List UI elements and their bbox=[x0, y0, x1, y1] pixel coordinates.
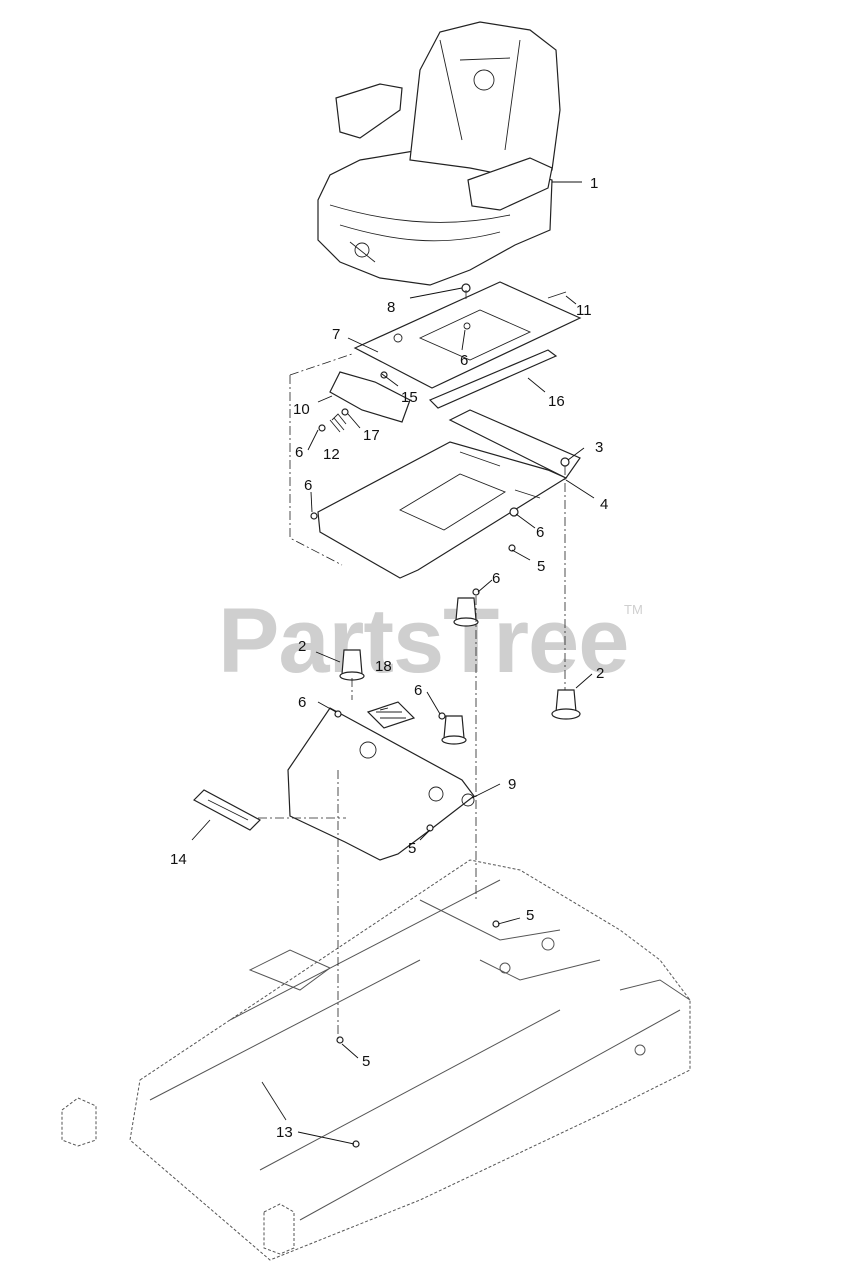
callout-13: 13 bbox=[276, 1124, 293, 1141]
callout-6: 6 bbox=[536, 524, 544, 541]
callout-15: 15 bbox=[401, 389, 418, 406]
callout-3: 3 bbox=[595, 439, 603, 456]
callout-12: 12 bbox=[323, 446, 340, 463]
callout-6: 6 bbox=[414, 682, 422, 699]
callout-5: 5 bbox=[526, 907, 534, 924]
callout-labels: 1 8 11 7 6 15 16 10 17 6 12 3 4 6 6 5 6 … bbox=[170, 175, 608, 1141]
emblem[interactable] bbox=[193, 789, 261, 831]
seat-support-plate[interactable] bbox=[287, 707, 475, 861]
callout-16: 16 bbox=[548, 393, 565, 410]
callout-4: 4 bbox=[600, 496, 608, 513]
callout-2: 2 bbox=[596, 665, 604, 682]
decal[interactable] bbox=[366, 701, 416, 729]
callout-6: 6 bbox=[492, 570, 500, 587]
watermark: PartsTree TM bbox=[218, 590, 643, 692]
callout-17: 17 bbox=[363, 427, 380, 444]
callout-2: 2 bbox=[298, 638, 306, 655]
callout-9: 9 bbox=[508, 776, 516, 793]
isolator-mount-left[interactable] bbox=[339, 649, 365, 681]
seat-slide-plate[interactable] bbox=[317, 409, 581, 579]
callout-6: 6 bbox=[304, 477, 312, 494]
callout-14: 14 bbox=[170, 851, 187, 868]
mower-frame[interactable] bbox=[61, 859, 691, 1261]
callout-11: 11 bbox=[576, 302, 592, 319]
callout-18: 18 bbox=[375, 658, 392, 675]
callout-6: 6 bbox=[295, 444, 303, 461]
callout-6: 6 bbox=[298, 694, 306, 711]
watermark-trademark: TM bbox=[624, 602, 643, 617]
seat-assembly[interactable] bbox=[317, 21, 561, 286]
isolator-mount-right[interactable] bbox=[551, 689, 581, 720]
callout-1: 1 bbox=[590, 175, 598, 192]
callout-10: 10 bbox=[293, 401, 310, 418]
callout-5: 5 bbox=[408, 840, 416, 857]
callout-5: 5 bbox=[362, 1053, 370, 1070]
hardware bbox=[261, 283, 570, 1148]
callout-8: 8 bbox=[387, 299, 395, 316]
callout-7: 7 bbox=[332, 326, 340, 343]
callout-6: 6 bbox=[460, 352, 468, 369]
seat-top-plate[interactable] bbox=[353, 281, 582, 409]
callout-5: 5 bbox=[537, 558, 545, 575]
adjuster-bracket[interactable] bbox=[329, 371, 411, 425]
isolator-mount-lower[interactable] bbox=[441, 715, 467, 745]
isolator-mount-center[interactable] bbox=[453, 597, 479, 627]
watermark-text: PartsTree bbox=[218, 590, 628, 692]
leader-lines bbox=[191, 181, 595, 1145]
alignment-lines bbox=[258, 290, 566, 1040]
